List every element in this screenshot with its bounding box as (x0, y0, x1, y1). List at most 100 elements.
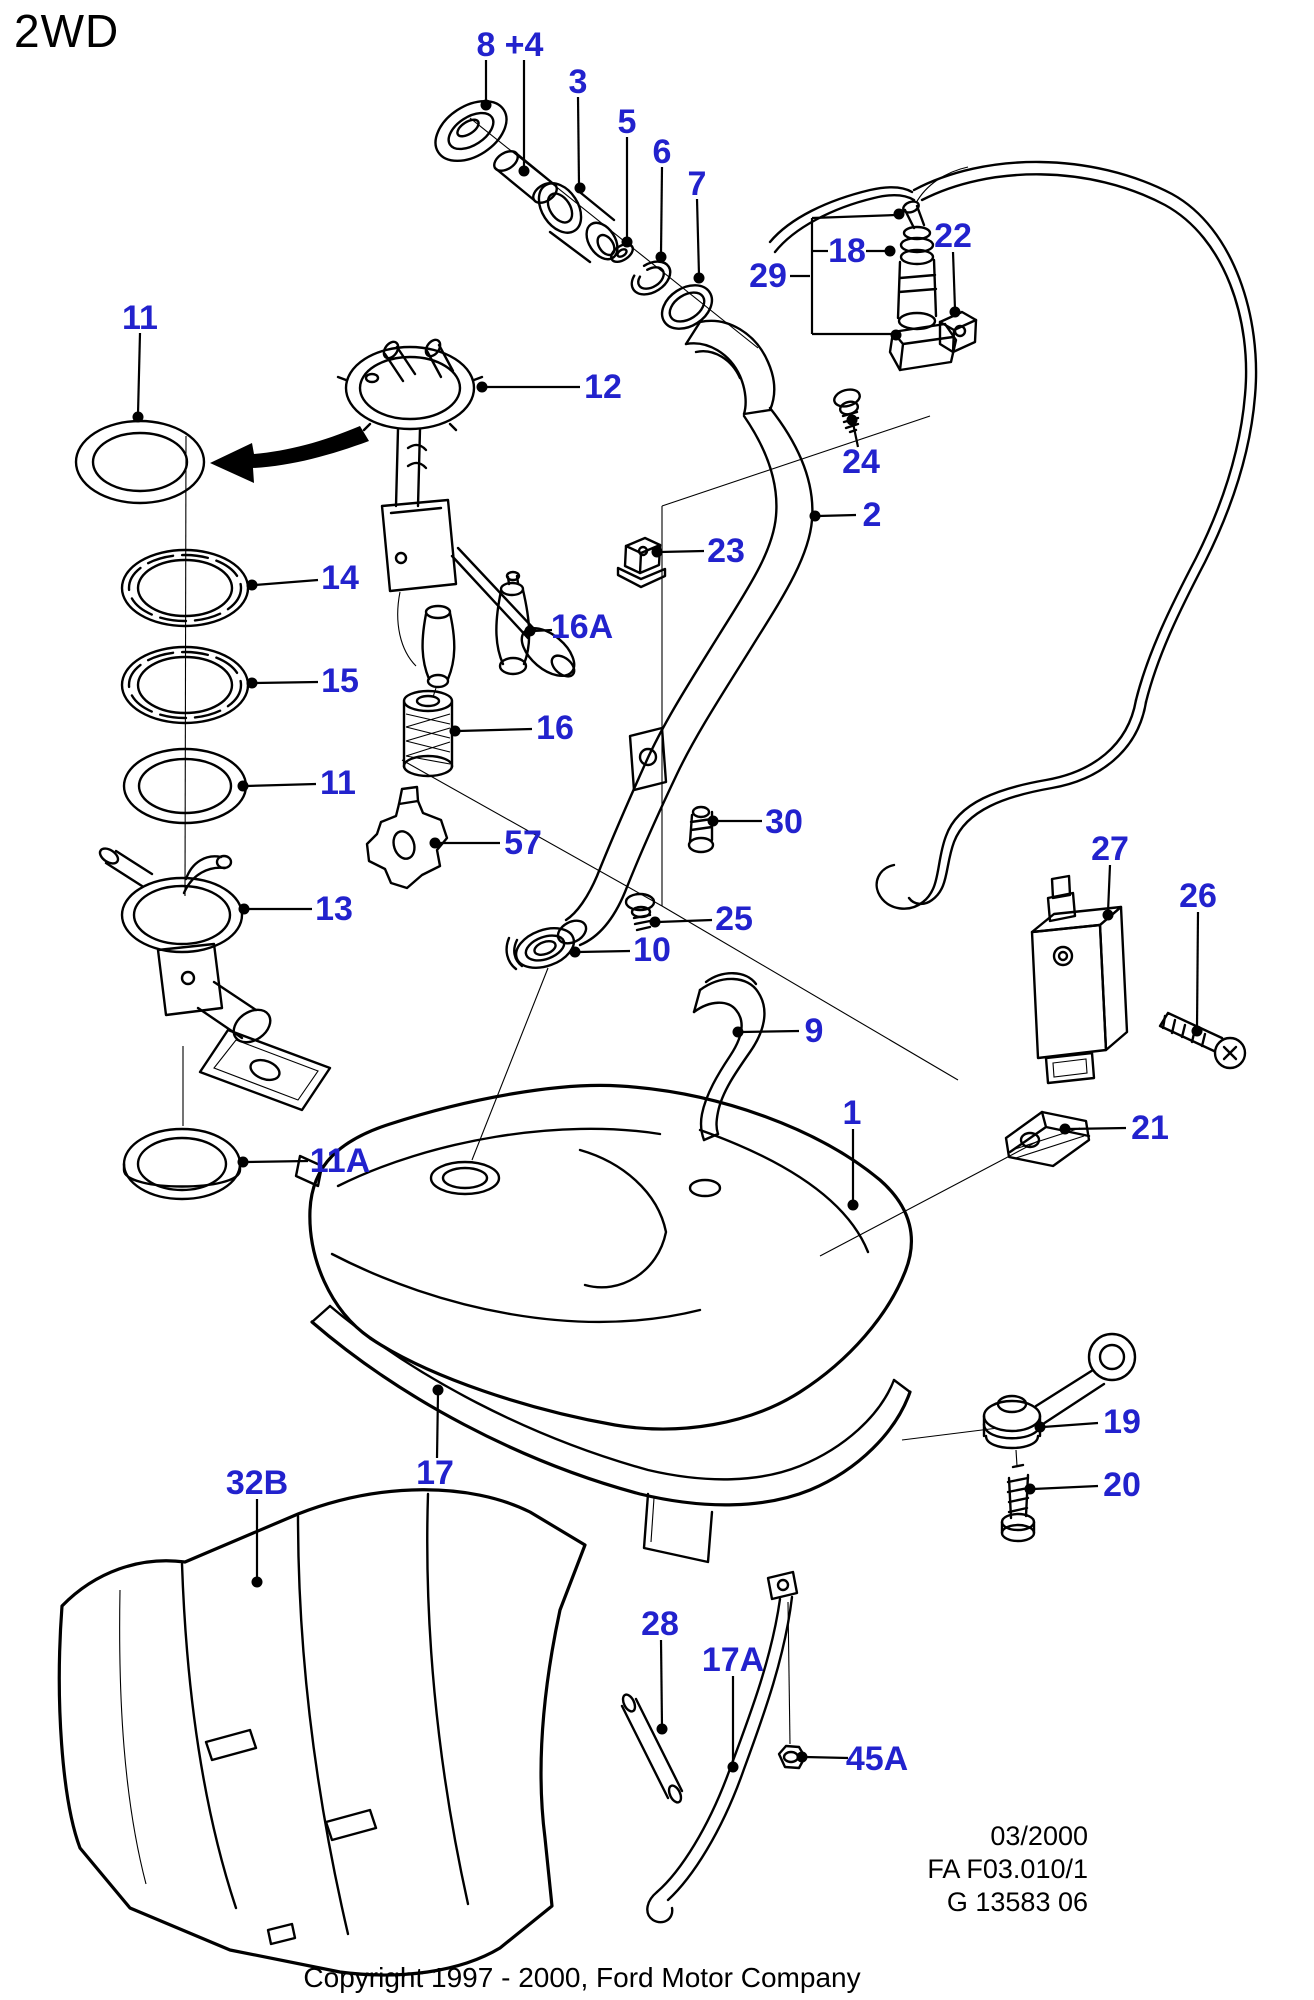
callout-16[interactable]: 16 (536, 709, 574, 747)
leader-line-45A (804, 1755, 849, 1760)
callout-8[interactable]: 8 (477, 26, 496, 64)
callout-28[interactable]: 28 (641, 1605, 679, 1643)
leader-line-9 (740, 1029, 800, 1034)
leader-dot-10 (569, 946, 581, 958)
leader-line-11A (245, 1159, 309, 1164)
part-sender-unit-12 (336, 338, 576, 678)
part-strut-28 (620, 1693, 684, 1804)
leader-dot-18 (884, 245, 896, 257)
callout-16A[interactable]: 16A (551, 608, 613, 646)
leader-dot-2 (809, 510, 821, 522)
callout-11A[interactable]: 11A (310, 1142, 371, 1180)
callout-24[interactable]: 24 (842, 443, 880, 481)
callout-14[interactable]: 14 (321, 559, 359, 597)
callout-23[interactable]: 23 (707, 532, 745, 570)
part-fuel-line-assembly (768, 160, 1258, 910)
part-screw-20 (1000, 1463, 1036, 1543)
part-filler-pipe-2 (556, 406, 814, 947)
leader-dot-24 (846, 414, 858, 426)
plate-date: 03/2000 (990, 1821, 1088, 1851)
leader-dot-19 (1034, 1421, 1046, 1433)
callout-30[interactable]: 30 (765, 803, 803, 841)
callout-29[interactable]: 29 (749, 257, 787, 295)
callout-32B[interactable]: 32B (226, 1464, 288, 1502)
plate-reference: FA F03.010/1 (927, 1854, 1088, 1884)
part-o-ring-7 (660, 284, 714, 330)
callout-27[interactable]: 27 (1091, 830, 1129, 868)
callout-25[interactable]: 25 (715, 900, 753, 938)
callout-57[interactable]: 57 (504, 824, 542, 862)
part-hose-9 (692, 972, 766, 1142)
leader-dot-23 (651, 546, 663, 558)
leader-line-28 (659, 1639, 664, 1727)
leader-dot-5 (621, 236, 633, 248)
leader-dot-9 (732, 1026, 744, 1038)
part-filter-16 (402, 689, 454, 778)
leader-dot-+4 (518, 165, 530, 177)
leader-line-10 (577, 949, 631, 954)
callout-10[interactable]: 10 (633, 931, 671, 969)
part-cradle-17 (310, 1304, 912, 1564)
callout-17[interactable]: 17 (416, 1454, 454, 1492)
callout-17A[interactable]: 17A (702, 1641, 764, 1679)
part-screw-26 (1158, 1011, 1247, 1070)
part-module-27 (1030, 874, 1129, 1085)
leader-dot-17A (727, 1761, 739, 1773)
leader-dot-11 (237, 780, 249, 792)
callout-7[interactable]: 7 (688, 165, 707, 203)
leader-dot-15 (246, 677, 258, 689)
leader-line-26 (1195, 911, 1200, 1029)
callout-20[interactable]: 20 (1103, 1466, 1141, 1504)
leader-dot-26 (1191, 1025, 1203, 1037)
callout-9[interactable]: 9 (805, 1012, 824, 1050)
leader-line-24 (851, 422, 860, 448)
callout-21[interactable]: 21 (1131, 1109, 1169, 1147)
part-clip-22 (938, 310, 978, 354)
callout-11[interactable]: 11 (122, 299, 158, 337)
construction-lines (182, 117, 1041, 1745)
leader-dot-13 (238, 903, 250, 915)
part-seal-ring-11-top (74, 419, 206, 505)
callout-6[interactable]: 6 (653, 133, 672, 171)
leader-dot-25 (649, 916, 661, 928)
leader-dot-3 (574, 182, 586, 194)
leader-dot-8 (480, 99, 492, 111)
leader-dot-11A (237, 1156, 249, 1168)
leader-line-21 (1067, 1126, 1127, 1131)
leader-dot-28 (656, 1723, 668, 1735)
callout-19[interactable]: 19 (1103, 1403, 1141, 1441)
part-filler-cup-3 (537, 182, 619, 264)
part-screw-30 (687, 805, 715, 854)
leader-dot-1 (847, 1199, 859, 1211)
callout-15[interactable]: 15 (321, 662, 359, 700)
leader-line-25 (657, 918, 713, 924)
leader-line-15 (254, 680, 319, 685)
callout-26[interactable]: 26 (1179, 877, 1217, 915)
callout-+4[interactable]: +4 (505, 26, 544, 64)
bracket-29 (810, 208, 905, 341)
leader-line-2 (817, 513, 857, 518)
callout-45A[interactable]: 45A (846, 1740, 908, 1778)
callout-13[interactable]: 13 (315, 890, 353, 928)
callout-11[interactable]: 11 (320, 764, 356, 802)
leader-dot-12 (476, 381, 488, 393)
callout-1[interactable]: 1 (843, 1094, 862, 1132)
callout-5[interactable]: 5 (618, 103, 637, 141)
part-clip-21 (1004, 1110, 1091, 1168)
callout-22[interactable]: 22 (934, 217, 972, 255)
callout-3[interactable]: 3 (569, 63, 588, 101)
leader-line-16A (532, 628, 553, 633)
leader-dot-21 (1059, 1123, 1071, 1135)
leader-line-11 (136, 332, 142, 415)
callout-12[interactable]: 12 (584, 368, 622, 406)
callout-2[interactable]: 2 (863, 496, 882, 534)
part-clip-5 (610, 243, 634, 263)
leader-dot-7 (693, 272, 705, 284)
part-clip-23 (616, 536, 667, 589)
callout-18[interactable]: 18 (828, 232, 866, 270)
leader-dot-45A (796, 1751, 808, 1763)
plate-drawing-number: G 13583 06 (946, 1887, 1088, 1917)
copyright-note: Copyright 1997 - 2000, Ford Motor Compan… (303, 1962, 861, 1993)
leader-line-14 (254, 578, 319, 587)
leader-dot-57 (429, 837, 441, 849)
